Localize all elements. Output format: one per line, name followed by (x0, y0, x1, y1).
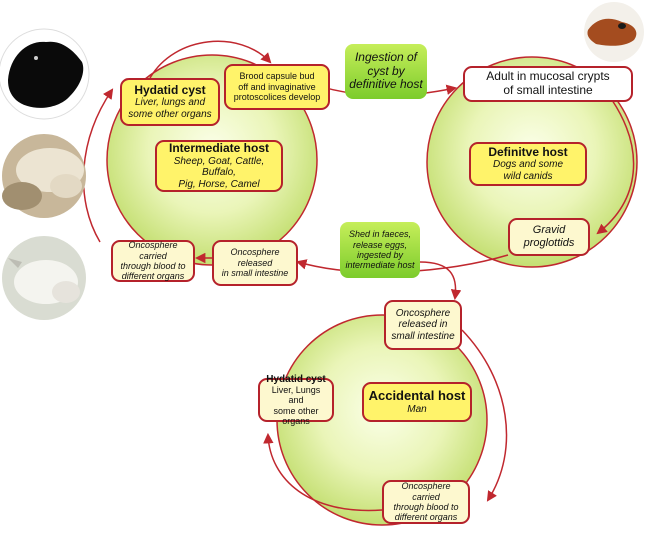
oncosphere-blood-box: Oncosphere carried through blood to diff… (111, 240, 195, 282)
acc-onco-intestine-line-3: small intestine (391, 330, 455, 342)
hydatid-cyst-body-1: Liver, lungs and (134, 97, 206, 109)
arrow-adult-to-gravid (596, 99, 635, 235)
brood-line-1: Brood capsule bud (239, 71, 315, 82)
hydatid-cyst-body-2: some other organs (128, 108, 212, 120)
arrow-acc-intestine-to-blood (461, 329, 508, 502)
definitive-host-box: Definitve host Dogs and some wild canids (469, 142, 587, 186)
acc-hydatid-body-1: Liver, Lungs and (271, 385, 321, 406)
ingestion-box: Ingestion of cyst by definitive host (345, 44, 427, 99)
shed-line-1: Shed in faeces, (348, 229, 412, 240)
acc-onco-blood-line-2: through blood to (393, 502, 459, 512)
definitive-host-body-1: Dogs and some (492, 159, 564, 171)
ingestion-line-2: cyst by (367, 63, 405, 78)
intermediate-host-body-2: Pig, Horse, Camel (178, 178, 260, 190)
accidental-host-box: Accidental host Man (362, 382, 472, 422)
intermediate-host-body-1: Sheep, Goat, Cattle, Buffalo, (173, 155, 265, 179)
intermediate-host-box: Intermediate host Sheep, Goat, Cattle, B… (155, 140, 283, 192)
gravid-line-1: Gravid (532, 224, 566, 237)
onco-intestine-line-1: Oncosphere (230, 247, 280, 258)
hydatid-cyst-title: Hydatid cyst (134, 82, 206, 97)
sheep-icon (2, 134, 86, 218)
shed-line-4: intermediate host (345, 260, 415, 271)
acc-oncosphere-blood-box: Oncosphere carried through blood to diff… (382, 480, 470, 524)
arrow-hydatid-to-brood (149, 40, 272, 79)
acc-onco-intestine-line-1: Oncosphere (395, 307, 451, 319)
cattle-icon (2, 236, 86, 320)
onco-intestine-line-3: in small intestine (221, 268, 289, 279)
definitive-host-title: Definitve host (488, 144, 568, 159)
accidental-host-body: Man (407, 403, 427, 415)
hydatid-cyst-box: Hydatid cyst Liver, lungs and some other… (120, 78, 220, 126)
acc-hydatid-body-2: some other organs (273, 405, 319, 427)
dog-icon (584, 2, 644, 62)
intermediate-host-title: Intermediate host (168, 140, 270, 155)
goat-icon (0, 28, 90, 120)
acc-hydatid-title: Hydatid cyst (266, 373, 326, 385)
acc-oncosphere-intestine-box: Oncosphere released in small intestine (384, 300, 462, 350)
adult-line-1: Adult in mucosal crypts (486, 69, 610, 84)
acc-onco-intestine-line-2: released in (398, 319, 448, 331)
onco-intestine-line-2: released (237, 257, 273, 268)
accidental-host-title: Accidental host (368, 387, 466, 403)
onco-blood-line-3: different organs (121, 271, 185, 282)
oncosphere-intestine-box: Oncosphere released in small intestine (212, 240, 298, 286)
brood-capsule-box: Brood capsule bud off and invaginative p… (224, 64, 330, 110)
acc-onco-blood-line-3: different organs (394, 512, 458, 523)
arrow-to-accidental-host (419, 261, 462, 301)
brood-line-3: protoscolices develop (233, 92, 321, 103)
definitive-host-body-2: wild canids (503, 170, 553, 182)
gravid-line-2: proglottids (523, 237, 575, 249)
ingestion-line-1: Ingestion of (354, 49, 418, 64)
arrow-acc-blood-to-hydatid (263, 432, 383, 512)
brood-line-2: off and invaginative (238, 81, 316, 92)
adult-crypts-box: Adult in mucosal crypts of small intesti… (463, 66, 633, 102)
onco-blood-line-1: Oncosphere carried (128, 240, 178, 261)
gravid-proglottids-box: Gravid proglottids (508, 218, 590, 256)
adult-line-2: of small intestine (503, 83, 593, 97)
acc-onco-blood-line-1: Oncosphere carried (401, 481, 451, 502)
shed-line-2: release eggs, (352, 239, 408, 250)
onco-blood-line-2: through blood to (120, 261, 186, 271)
ingestion-line-3: definitive host (349, 77, 423, 92)
shed-eggs-box: Shed in faeces, release eggs, ingested b… (340, 222, 420, 278)
shed-line-3: ingested by (356, 250, 404, 260)
acc-hydatid-cyst-box: Hydatid cyst Liver, Lungs and some other… (258, 374, 334, 426)
